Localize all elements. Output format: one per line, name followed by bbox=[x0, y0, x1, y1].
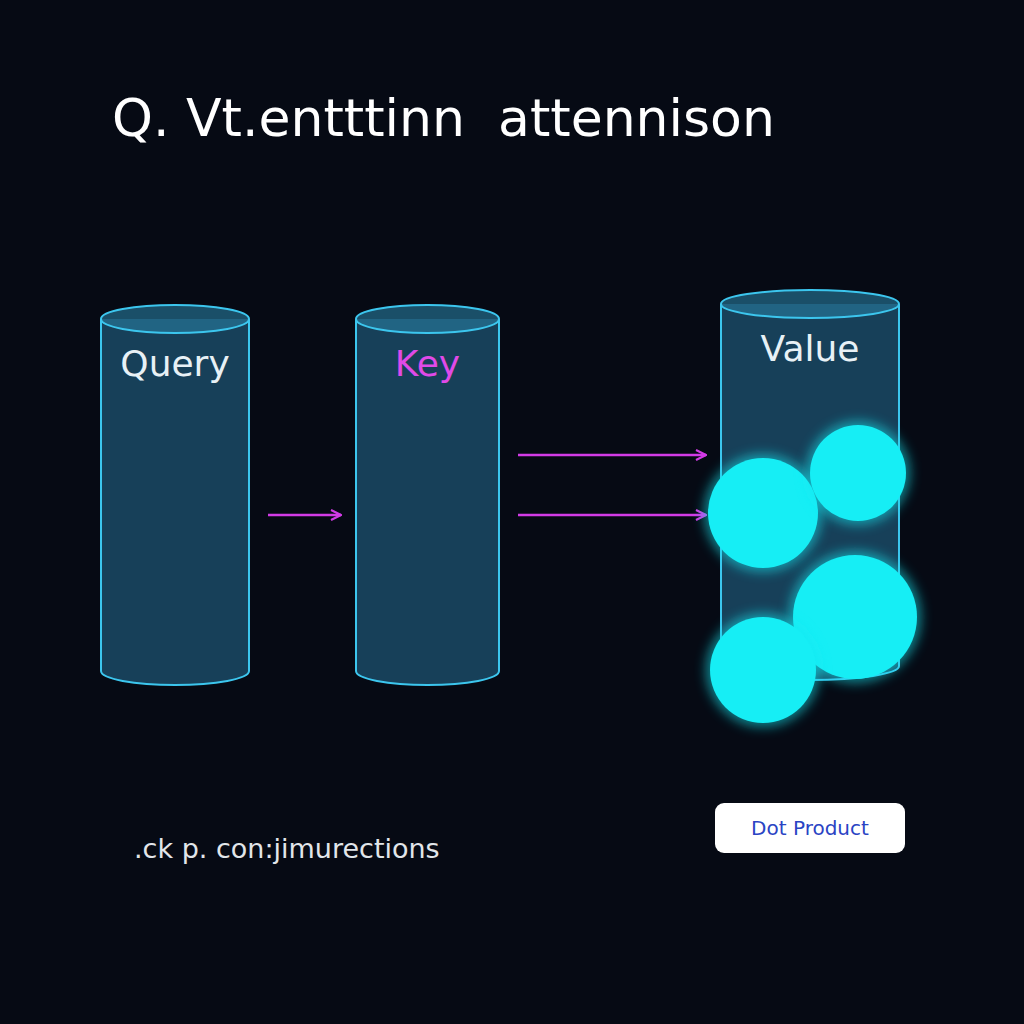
flow-arrow bbox=[518, 454, 706, 456]
value-sphere bbox=[708, 458, 818, 568]
tensor-cylinder: Key bbox=[355, 305, 500, 685]
cylinder-label: Query bbox=[100, 343, 250, 384]
note-label: .ck p. con:jimurections bbox=[134, 833, 440, 864]
flow-arrow bbox=[518, 514, 706, 516]
diagram-title: Q. Vt.entttinn attennison bbox=[112, 88, 775, 148]
operation-box: Dot Product bbox=[715, 803, 905, 853]
cylinder-label: Value bbox=[720, 328, 900, 369]
value-sphere bbox=[810, 425, 906, 521]
flow-arrow bbox=[268, 514, 341, 516]
tensor-cylinder: Value bbox=[720, 290, 900, 680]
operation-label: Dot Product bbox=[751, 816, 869, 840]
cylinder-label: Key bbox=[355, 343, 500, 384]
tensor-cylinder: Query bbox=[100, 305, 250, 685]
value-sphere bbox=[710, 617, 816, 723]
